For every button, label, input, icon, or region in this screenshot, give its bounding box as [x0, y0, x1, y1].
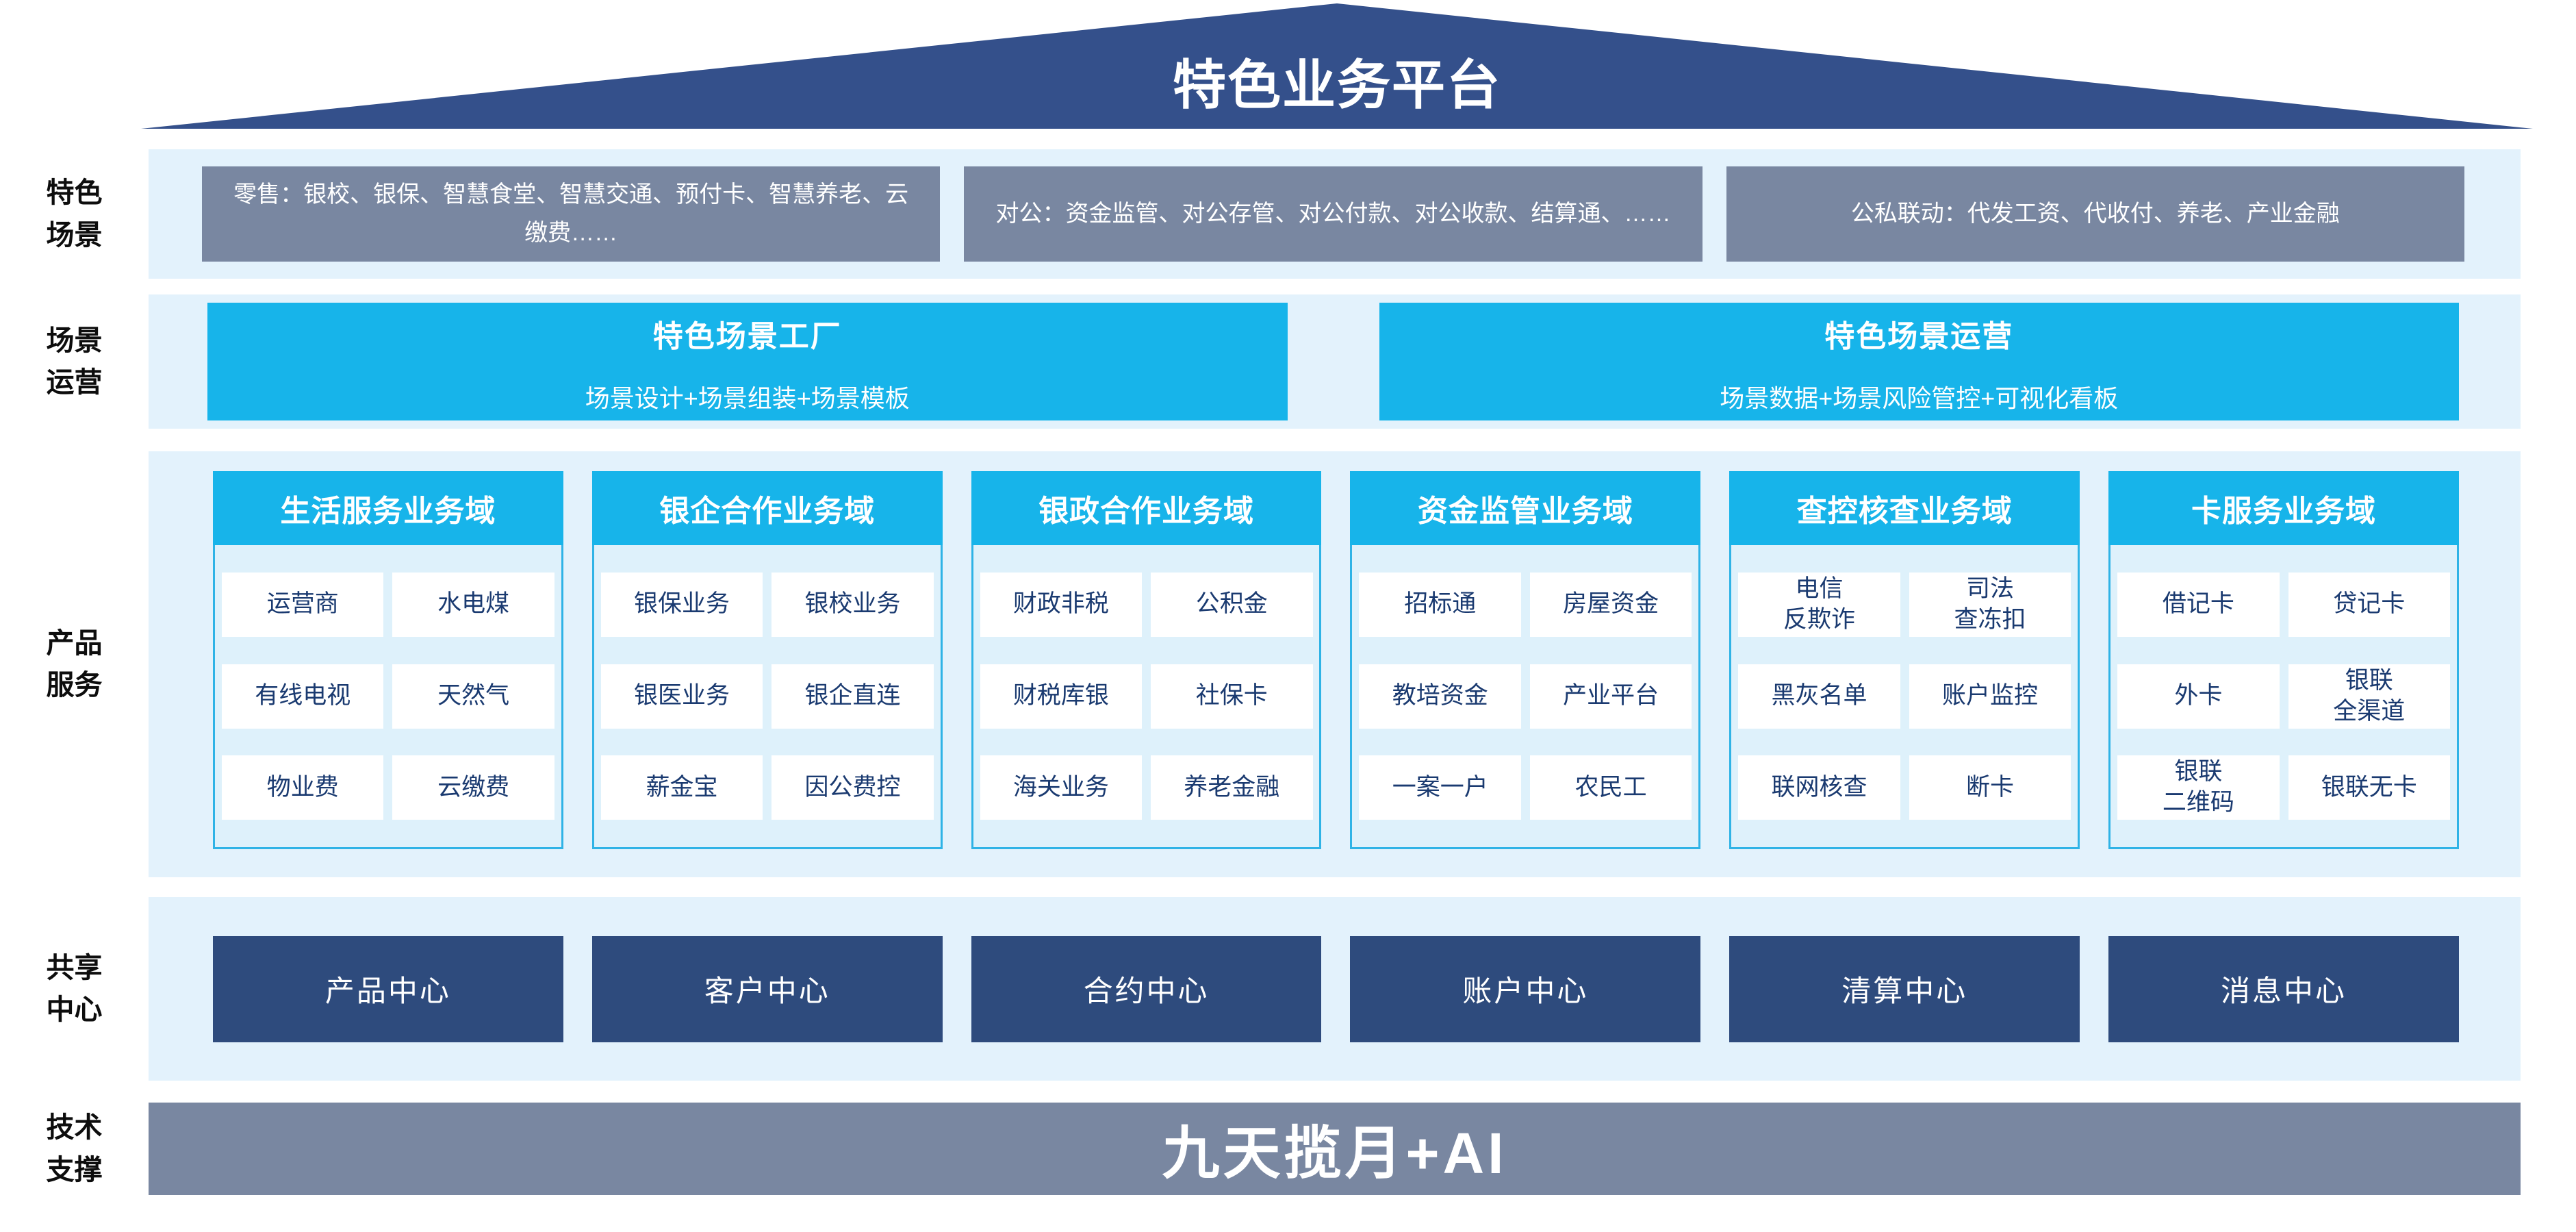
product-column-bank-enterprise: 银企合作业务域 银保业务 银校业务 银医业务 银企直连 薪金宝 因公费控 [591, 471, 943, 849]
scenario-band: 零售：银校、银保、智慧食堂、智慧交通、预付卡、智慧养老、云缴费…… 对公：资金监… [149, 149, 2521, 279]
product-cell: 司法 查冻扣 [1909, 572, 2071, 637]
tech-support-bar: 九天揽月+AI [149, 1103, 2521, 1195]
product-cell: 银联 二维码 [2117, 755, 2280, 820]
column-header: 查控核查业务域 [1729, 471, 2080, 545]
product-cell: 物业费 [222, 755, 384, 820]
center-box-contract: 合约中心 [971, 935, 1322, 1042]
column-header: 银企合作业务域 [591, 471, 943, 545]
product-column-life-services: 生活服务业务域 运营商 水电煤 有线电视 天然气 物业费 云缴费 [213, 471, 563, 849]
cell-row: 借记卡 贷记卡 [2117, 572, 2450, 637]
product-cell: 社保卡 [1151, 664, 1313, 729]
product-cell: 薪金宝 [600, 755, 763, 820]
product-cell: 银联 全渠道 [2288, 664, 2450, 729]
product-cell: 银联无卡 [2288, 755, 2450, 820]
cell-row: 薪金宝 因公费控 [600, 755, 934, 820]
operation-box-title: 特色场景运营 [1824, 320, 2014, 353]
cell-row: 运营商 水电煤 [222, 572, 554, 637]
product-cell: 账户监控 [1909, 664, 2071, 729]
product-column-card-services: 卡服务业务域 借记卡 贷记卡 外卡 银联 全渠道 银联 二维码 银联无卡 [2108, 471, 2459, 849]
product-cell: 农民工 [1529, 755, 1692, 820]
product-cell: 银企直连 [771, 664, 934, 729]
product-cell: 有线电视 [222, 664, 384, 729]
side-label-centers: 共享 中心 [46, 951, 103, 1026]
roof-shape: 特色业务平台 [141, 3, 2533, 129]
product-column-fund-supervision: 资金监管业务域 招标通 房屋资金 教培资金 产业平台 一案一户 农民工 [1350, 471, 1701, 849]
product-cell: 公积金 [1151, 572, 1313, 637]
product-column-inspection: 查控核查业务域 电信 反欺诈 司法 查冻扣 黑灰名单 账户监控 联网核查 断卡 [1729, 471, 2080, 849]
column-body: 招标通 房屋资金 教培资金 产业平台 一案一户 农民工 [1350, 545, 1701, 849]
cell-row: 招标通 房屋资金 [1359, 572, 1692, 637]
scenario-box-corporate: 对公：资金监管、对公存管、对公付款、对公收款、结算通、…… [964, 166, 1703, 262]
center-box-customer: 客户中心 [591, 935, 943, 1042]
side-label-tech: 技术 支撑 [46, 1111, 103, 1185]
cell-row: 联网核查 断卡 [1738, 755, 2071, 820]
product-cell: 财税库银 [980, 664, 1143, 729]
product-cell: 银保业务 [600, 572, 763, 637]
side-label-operations: 场景 运营 [46, 324, 103, 399]
product-cell: 教培资金 [1359, 664, 1521, 729]
cell-row: 财税库银 社保卡 [980, 664, 1313, 729]
product-cell: 房屋资金 [1529, 572, 1692, 637]
cell-row: 外卡 银联 全渠道 [2117, 664, 2450, 729]
cell-row: 财政非税 公积金 [980, 572, 1313, 637]
column-body: 财政非税 公积金 财税库银 社保卡 海关业务 养老金融 [971, 545, 1322, 849]
product-cell: 联网核查 [1738, 755, 1900, 820]
product-cell: 运营商 [222, 572, 384, 637]
center-box-product: 产品中心 [213, 935, 563, 1042]
product-cell: 养老金融 [1151, 755, 1313, 820]
cell-row: 教培资金 产业平台 [1359, 664, 1692, 729]
product-column-bank-government: 银政合作业务域 财政非税 公积金 财税库银 社保卡 海关业务 养老金融 [971, 471, 1322, 849]
product-cell: 招标通 [1359, 572, 1521, 637]
operation-box-factory: 特色场景工厂 场景设计+场景组装+场景模板 [207, 303, 1288, 420]
cell-row: 有线电视 天然气 [222, 664, 554, 729]
platform-title: 特色业务平台 [1172, 55, 1501, 115]
product-cell: 电信 反欺诈 [1738, 572, 1900, 637]
operation-box-subtitle: 场景数据+场景风险管控+可视化看板 [1720, 384, 2119, 412]
cell-row: 银保业务 银校业务 [600, 572, 934, 637]
column-body: 电信 反欺诈 司法 查冻扣 黑灰名单 账户监控 联网核查 断卡 [1729, 545, 2080, 849]
product-cell: 外卡 [2117, 664, 2280, 729]
cell-row: 物业费 云缴费 [222, 755, 554, 820]
product-cell: 水电煤 [392, 572, 554, 637]
side-label-scenarios: 特色 场景 [46, 177, 103, 251]
operation-box-operation: 特色场景运营 场景数据+场景风险管控+可视化看板 [1379, 303, 2459, 420]
cell-row: 一案一户 农民工 [1359, 755, 1692, 820]
operation-box-subtitle: 场景设计+场景组装+场景模板 [585, 384, 910, 412]
product-cell: 借记卡 [2117, 572, 2280, 637]
column-header: 卡服务业务域 [2108, 471, 2459, 545]
column-header: 银政合作业务域 [971, 471, 1322, 545]
product-cell: 一案一户 [1359, 755, 1521, 820]
side-label-products: 产品 服务 [46, 627, 103, 701]
cell-row: 海关业务 养老金融 [980, 755, 1313, 820]
product-cell: 银医业务 [600, 664, 763, 729]
cell-row: 电信 反欺诈 司法 查冻扣 [1738, 572, 2071, 637]
product-cell: 天然气 [392, 664, 554, 729]
center-band: 产品中心 客户中心 合约中心 账户中心 清算中心 消息中心 [149, 897, 2521, 1081]
product-cell: 黑灰名单 [1738, 664, 1900, 729]
product-cell: 财政非税 [980, 572, 1143, 637]
column-body: 借记卡 贷记卡 外卡 银联 全渠道 银联 二维码 银联无卡 [2108, 545, 2459, 849]
cell-row: 银联 二维码 银联无卡 [2117, 755, 2450, 820]
column-body: 银保业务 银校业务 银医业务 银企直连 薪金宝 因公费控 [591, 545, 943, 849]
product-band: 生活服务业务域 运营商 水电煤 有线电视 天然气 物业费 云缴费 银企合作业务域 [149, 451, 2521, 877]
product-cell: 产业平台 [1529, 664, 1692, 729]
column-body: 运营商 水电煤 有线电视 天然气 物业费 云缴费 [213, 545, 563, 849]
product-cell: 银校业务 [771, 572, 934, 637]
column-header: 生活服务业务域 [213, 471, 563, 545]
product-cell: 云缴费 [392, 755, 554, 820]
product-cell: 贷记卡 [2288, 572, 2450, 637]
center-box-clearing: 清算中心 [1729, 935, 2080, 1042]
product-cell: 因公费控 [771, 755, 934, 820]
scenario-box-retail: 零售：银校、银保、智慧食堂、智慧交通、预付卡、智慧养老、云缴费…… [202, 166, 941, 262]
operation-band: 特色场景工厂 场景设计+场景组装+场景模板 特色场景运营 场景数据+场景风险管控… [149, 294, 2521, 429]
cell-row: 黑灰名单 账户监控 [1738, 664, 2071, 729]
cell-row: 银医业务 银企直连 [600, 664, 934, 729]
center-box-message: 消息中心 [2108, 935, 2459, 1042]
product-cell: 海关业务 [980, 755, 1143, 820]
center-box-account: 账户中心 [1350, 935, 1701, 1042]
operation-box-title: 特色场景工厂 [652, 320, 842, 353]
scenario-box-linkage: 公私联动：代发工资、代收付、养老、产业金融 [1726, 166, 2464, 262]
product-cell: 断卡 [1909, 755, 2071, 820]
column-header: 资金监管业务域 [1350, 471, 1701, 545]
